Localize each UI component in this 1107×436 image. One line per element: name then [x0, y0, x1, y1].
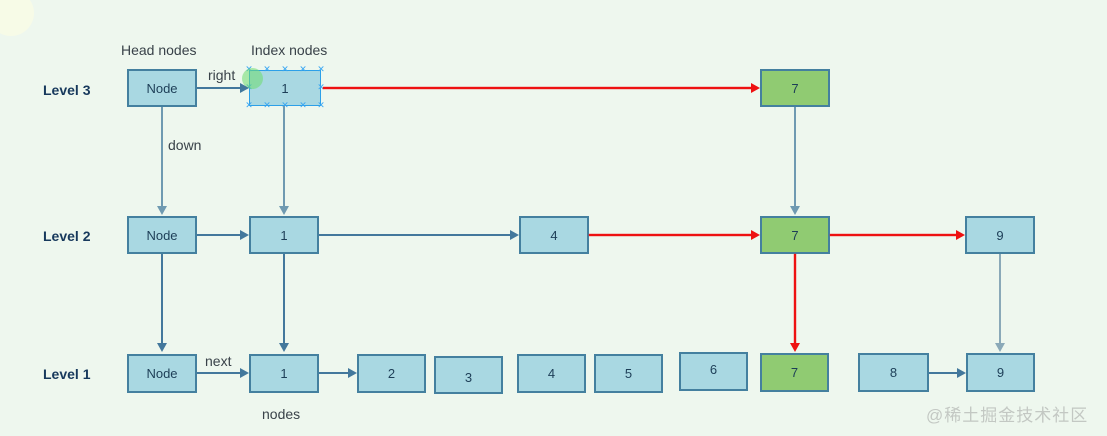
index-node-level2-9-label: 9	[996, 227, 1004, 243]
data-node-4[interactable]: 4	[517, 354, 586, 393]
data-node-2[interactable]: 2	[357, 354, 426, 393]
data-node-5[interactable]: 5	[594, 354, 663, 393]
head-node-level2-label: Node	[146, 227, 178, 243]
arrow-l1-1-to-2	[319, 368, 357, 378]
arrow-down-l2-1-to-l1-1	[279, 254, 289, 352]
head-node-level3-label: Node	[146, 80, 178, 96]
label-right: right	[208, 67, 236, 83]
index-node-level2-4-label: 4	[550, 227, 558, 243]
index-node-level3-7[interactable]: 7	[760, 69, 830, 107]
data-node-3[interactable]: 3	[434, 356, 503, 394]
arrow-down-l2-head-to-l1-head	[157, 254, 167, 352]
data-node-6-label: 6	[709, 362, 718, 377]
data-node-1-label: 1	[280, 366, 288, 381]
arrow-search-l2-7-to-9	[830, 230, 965, 240]
data-node-5-label: 5	[624, 366, 633, 381]
data-node-7[interactable]: 7	[760, 353, 829, 392]
corner-glow-decoration	[0, 0, 34, 36]
index-node-level3-7-label: 7	[791, 80, 799, 96]
arrow-l2-1-to-4	[319, 230, 519, 240]
arrow-down-l3-7-to-l2-7	[790, 107, 800, 215]
arrow-next-l1-head-to-1	[197, 368, 249, 378]
label-head-nodes: Head nodes	[121, 42, 197, 58]
data-node-1[interactable]: 1	[249, 354, 319, 393]
head-node-level1[interactable]: Node	[127, 354, 197, 393]
arrow-search-down-l2-7-to-l1-7	[790, 254, 800, 352]
label-down: down	[168, 137, 202, 153]
head-node-level1-label: Node	[146, 366, 178, 381]
level-label-3: Level 3	[43, 82, 91, 98]
label-next: next	[205, 353, 232, 369]
data-node-3-label: 3	[464, 369, 473, 385]
index-node-level2-9[interactable]: 9	[965, 216, 1035, 254]
index-node-level3-1-label: 1	[281, 80, 289, 96]
index-node-level2-1[interactable]: 1	[249, 216, 319, 254]
index-node-level2-7-label: 7	[791, 227, 799, 243]
level-label-1: Level 1	[43, 366, 91, 382]
arrow-down-l3-head-to-l2-head	[157, 107, 167, 215]
data-node-6[interactable]: 6	[679, 352, 748, 391]
data-node-4-label: 4	[547, 366, 556, 381]
data-node-7-label: 7	[790, 365, 799, 380]
arrow-right-l3-head-to-1	[197, 83, 249, 93]
arrow-search-l2-4-to-7	[589, 230, 760, 240]
index-node-level2-4[interactable]: 4	[519, 216, 589, 254]
data-node-9[interactable]: 9	[966, 353, 1035, 392]
arrow-l2-head-to-1	[197, 230, 249, 240]
head-node-level2[interactable]: Node	[127, 216, 197, 254]
index-node-level2-7[interactable]: 7	[760, 216, 830, 254]
arrow-down-l2-9-to-l1-9	[995, 254, 1005, 352]
data-node-9-label: 9	[996, 365, 1005, 380]
data-node-2-label: 2	[387, 366, 396, 381]
head-node-level3[interactable]: Node	[127, 69, 197, 107]
level-label-2: Level 2	[43, 228, 91, 244]
arrow-search-l3-1-to-7	[323, 83, 760, 93]
index-node-level2-1-label: 1	[280, 227, 288, 243]
arrow-l1-8-to-9	[929, 368, 966, 378]
arrow-down-l3-1-to-l2-1	[279, 106, 289, 215]
data-node-8-label: 8	[889, 365, 898, 380]
data-node-8[interactable]: 8	[858, 353, 929, 392]
watermark: @稀土掘金技术社区	[926, 406, 1089, 425]
label-nodes: nodes	[262, 406, 301, 422]
label-index-nodes: Index nodes	[251, 42, 328, 58]
